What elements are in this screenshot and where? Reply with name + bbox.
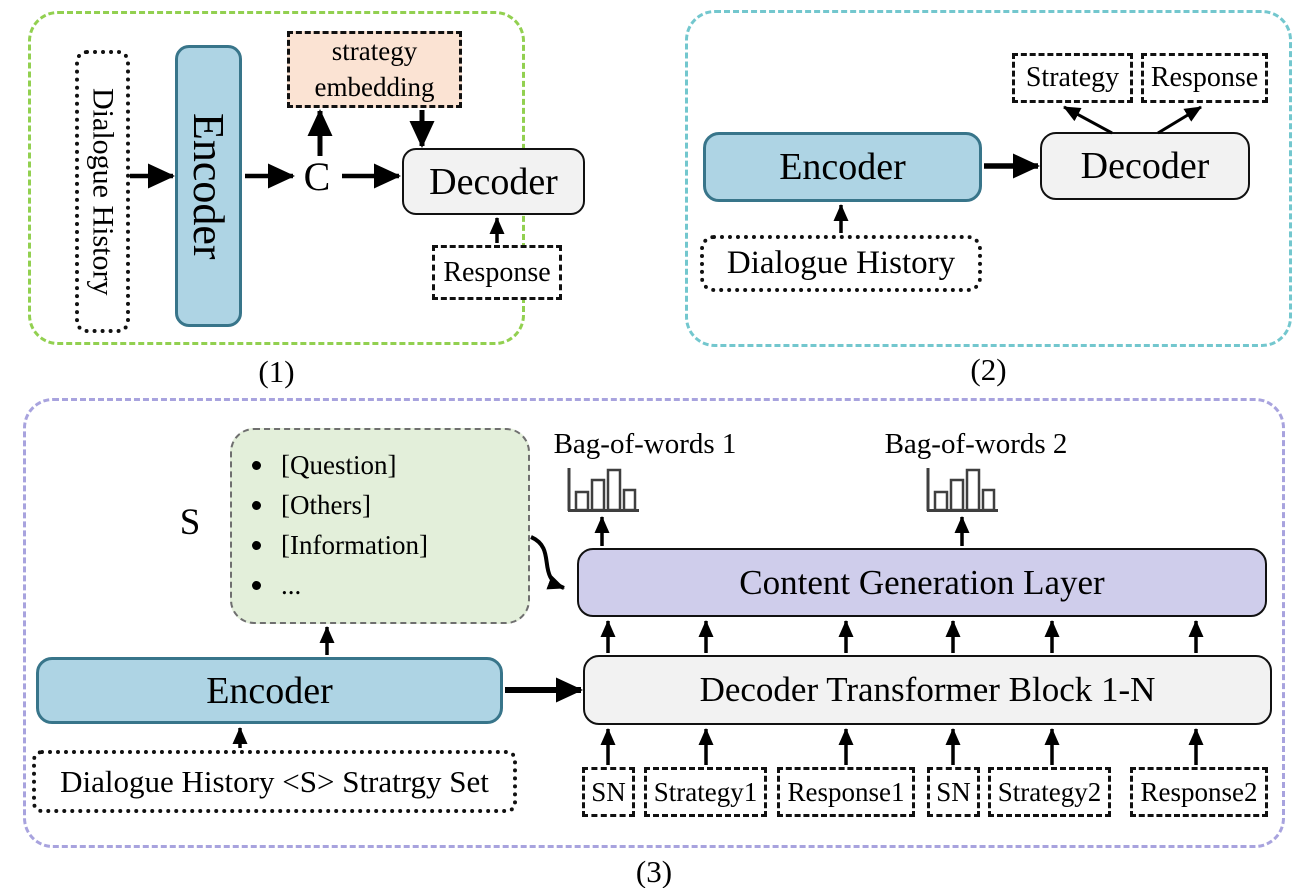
strategy-set-s-label: S (179, 501, 201, 543)
bullet-icon (252, 540, 261, 550)
dialogue-history-strategy-set-box: Dialogue History <S> Stratrgy Set (32, 750, 517, 813)
strategy-set-list: [Question] [Others] [Information] ... (252, 450, 428, 600)
dialogue-history-box-2: Dialogue History (700, 235, 982, 292)
encoder-box-3: Encoder (36, 657, 503, 724)
decoder-label-2: Decoder (1080, 145, 1210, 187)
strategy-box-2: Strategy (1012, 53, 1133, 103)
bar-chart-icon-2 (926, 468, 998, 512)
dialogue-history-label-2: Dialogue History (726, 245, 956, 281)
strategy-item-label: ... (281, 569, 302, 600)
decoder-box-2: Decoder (1040, 132, 1250, 200)
token-box-sn-2: SN (927, 767, 980, 817)
strategy-set-box (230, 428, 530, 624)
bullet-icon (252, 460, 261, 470)
dialogue-history-box-1: Dialogue History (75, 50, 130, 333)
decoder-box-1: Decoder (402, 148, 585, 215)
decoder-label-1: Decoder (429, 160, 558, 203)
panel-2-frame (685, 10, 1292, 347)
strategy-item-label: [Information] (281, 529, 428, 560)
content-generation-layer-label: Content Generation Layer (739, 562, 1105, 602)
encoder-box-1: Encoder (175, 45, 242, 327)
encoder-label-3: Encoder (206, 669, 333, 712)
list-item: [Others] (252, 490, 428, 520)
panel-3-frame (23, 398, 1285, 848)
response-label-1: Response (443, 256, 551, 288)
token-label: Strategy1 (653, 776, 758, 807)
bullet-icon (252, 580, 261, 590)
bag-of-words-1-label: Bag-of-words 1 (553, 427, 737, 460)
bullet-icon (252, 500, 261, 510)
panel-1-caption: (1) (258, 354, 295, 389)
token-label: Response2 (1140, 776, 1258, 807)
panel-2-caption: (2) (970, 352, 1007, 387)
encoder-label-2: Encoder (779, 146, 906, 188)
strategy-embedding-box: strategy embedding (287, 31, 462, 108)
response-label-2: Response (1150, 62, 1259, 93)
bar-chart-icon-1 (567, 468, 639, 512)
response-box-2: Response (1141, 53, 1268, 103)
dialogue-history-strategy-set-label: Dialogue History <S> Stratrgy Set (60, 763, 489, 799)
decoder-transformer-block-label: Decoder Transformer Block 1-N (699, 670, 1156, 709)
strategy-label-2: Strategy (1025, 62, 1120, 93)
strategy-item-label: [Question] (281, 449, 397, 480)
token-label: SN (936, 776, 971, 807)
token-label: Strategy2 (997, 776, 1102, 807)
list-item: ... (252, 570, 428, 600)
content-generation-layer-box: Content Generation Layer (577, 548, 1267, 617)
list-item: [Question] (252, 450, 428, 480)
token-box-response1: Response1 (777, 767, 915, 817)
panel-3-caption: (3) (635, 854, 673, 888)
token-label: Response1 (787, 776, 905, 807)
encoder-box-2: Encoder (703, 132, 982, 202)
decoder-transformer-block-box: Decoder Transformer Block 1-N (583, 655, 1272, 725)
strategy-item-label: [Others] (281, 489, 371, 520)
token-box-sn-1: SN (582, 767, 635, 817)
context-c-label: C (303, 153, 331, 199)
response-box-1: Response (432, 245, 562, 300)
token-label: SN (591, 776, 626, 807)
token-box-strategy2: Strategy2 (988, 767, 1111, 817)
dialogue-history-label-1: Dialogue History (86, 87, 120, 296)
list-item: [Information] (252, 530, 428, 560)
bag-of-words-2-label: Bag-of-words 2 (884, 427, 1068, 460)
token-box-strategy1: Strategy1 (644, 767, 767, 817)
strategy-embedding-label: strategy embedding (314, 36, 435, 102)
token-box-response2: Response2 (1130, 767, 1268, 817)
encoder-label-1: Encoder (184, 112, 233, 260)
